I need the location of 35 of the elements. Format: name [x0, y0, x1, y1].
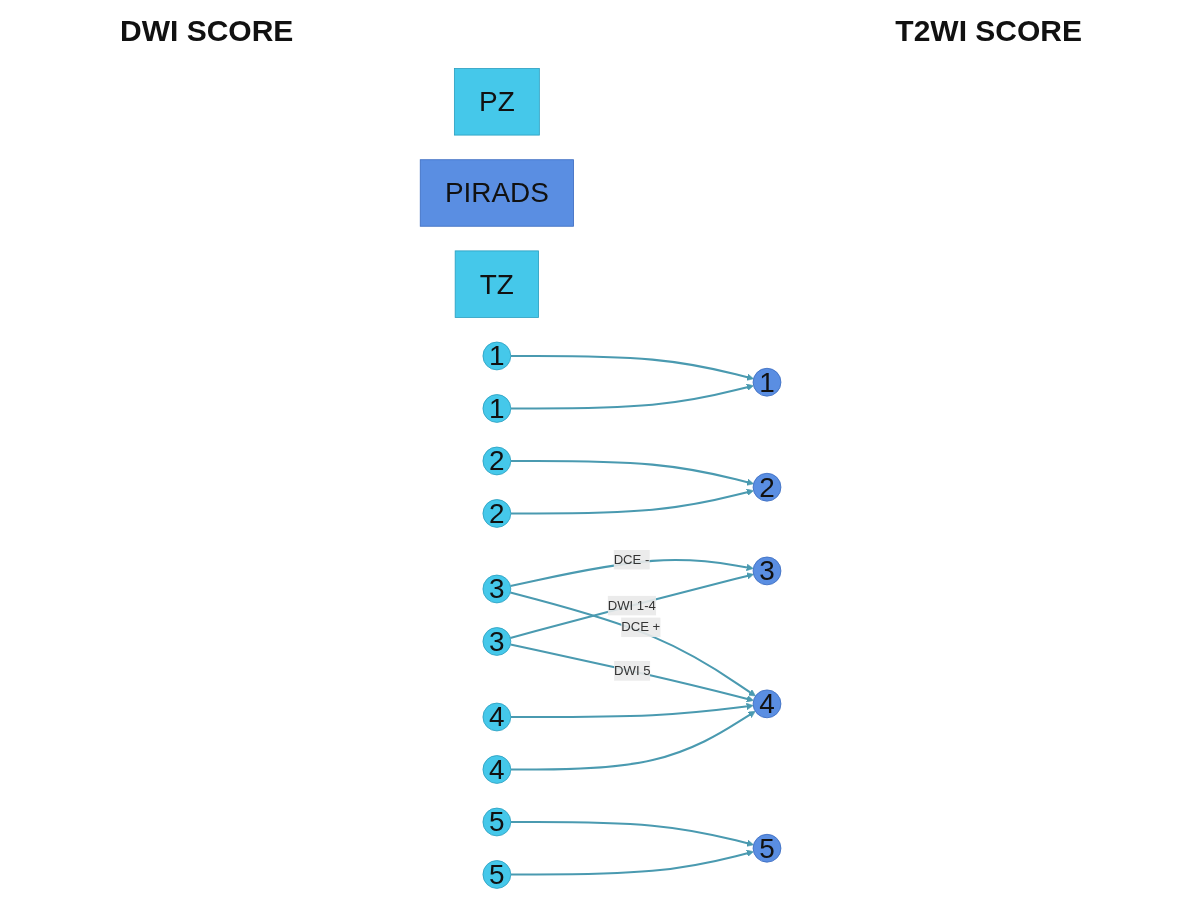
arrow	[510, 591, 757, 697]
node-circle: 5	[753, 833, 782, 863]
edge-label: DCE -	[614, 552, 650, 567]
node-box: PIRADS	[420, 159, 575, 227]
arrow	[511, 711, 756, 771]
arrow	[510, 643, 755, 703]
arrow	[511, 488, 755, 515]
node-circle: 4	[753, 689, 782, 719]
arrow	[511, 702, 754, 719]
arrow	[510, 572, 755, 639]
node-box: PZ	[454, 68, 541, 136]
node-circle: 5	[482, 860, 512, 889]
node-circle: 3	[482, 627, 512, 656]
column-heading: DWI SCORE	[120, 14, 294, 48]
arrow	[511, 849, 755, 876]
edge-label: DWI 1-4	[608, 598, 657, 613]
arrow	[511, 459, 755, 486]
edge-label: DCE +	[621, 619, 661, 634]
node-circle: 2	[482, 446, 512, 476]
arrow	[511, 820, 755, 847]
edge-label: DWI 5	[614, 663, 652, 678]
column-heading: T2WI SCORE	[895, 14, 1082, 48]
node-circle: 1	[482, 341, 512, 371]
arrow	[511, 354, 755, 381]
node-circle: 3	[482, 574, 512, 604]
node-box: TZ	[455, 250, 540, 318]
node-circle: 3	[753, 556, 782, 586]
node-circle: 4	[482, 755, 512, 784]
node-circle: 4	[482, 702, 512, 732]
node-circle: 2	[753, 472, 782, 502]
arrow	[511, 383, 755, 410]
node-circle: 2	[482, 499, 512, 528]
node-circle: 1	[482, 394, 512, 423]
node-circle: 1	[753, 367, 782, 397]
node-circle: 5	[482, 807, 512, 837]
